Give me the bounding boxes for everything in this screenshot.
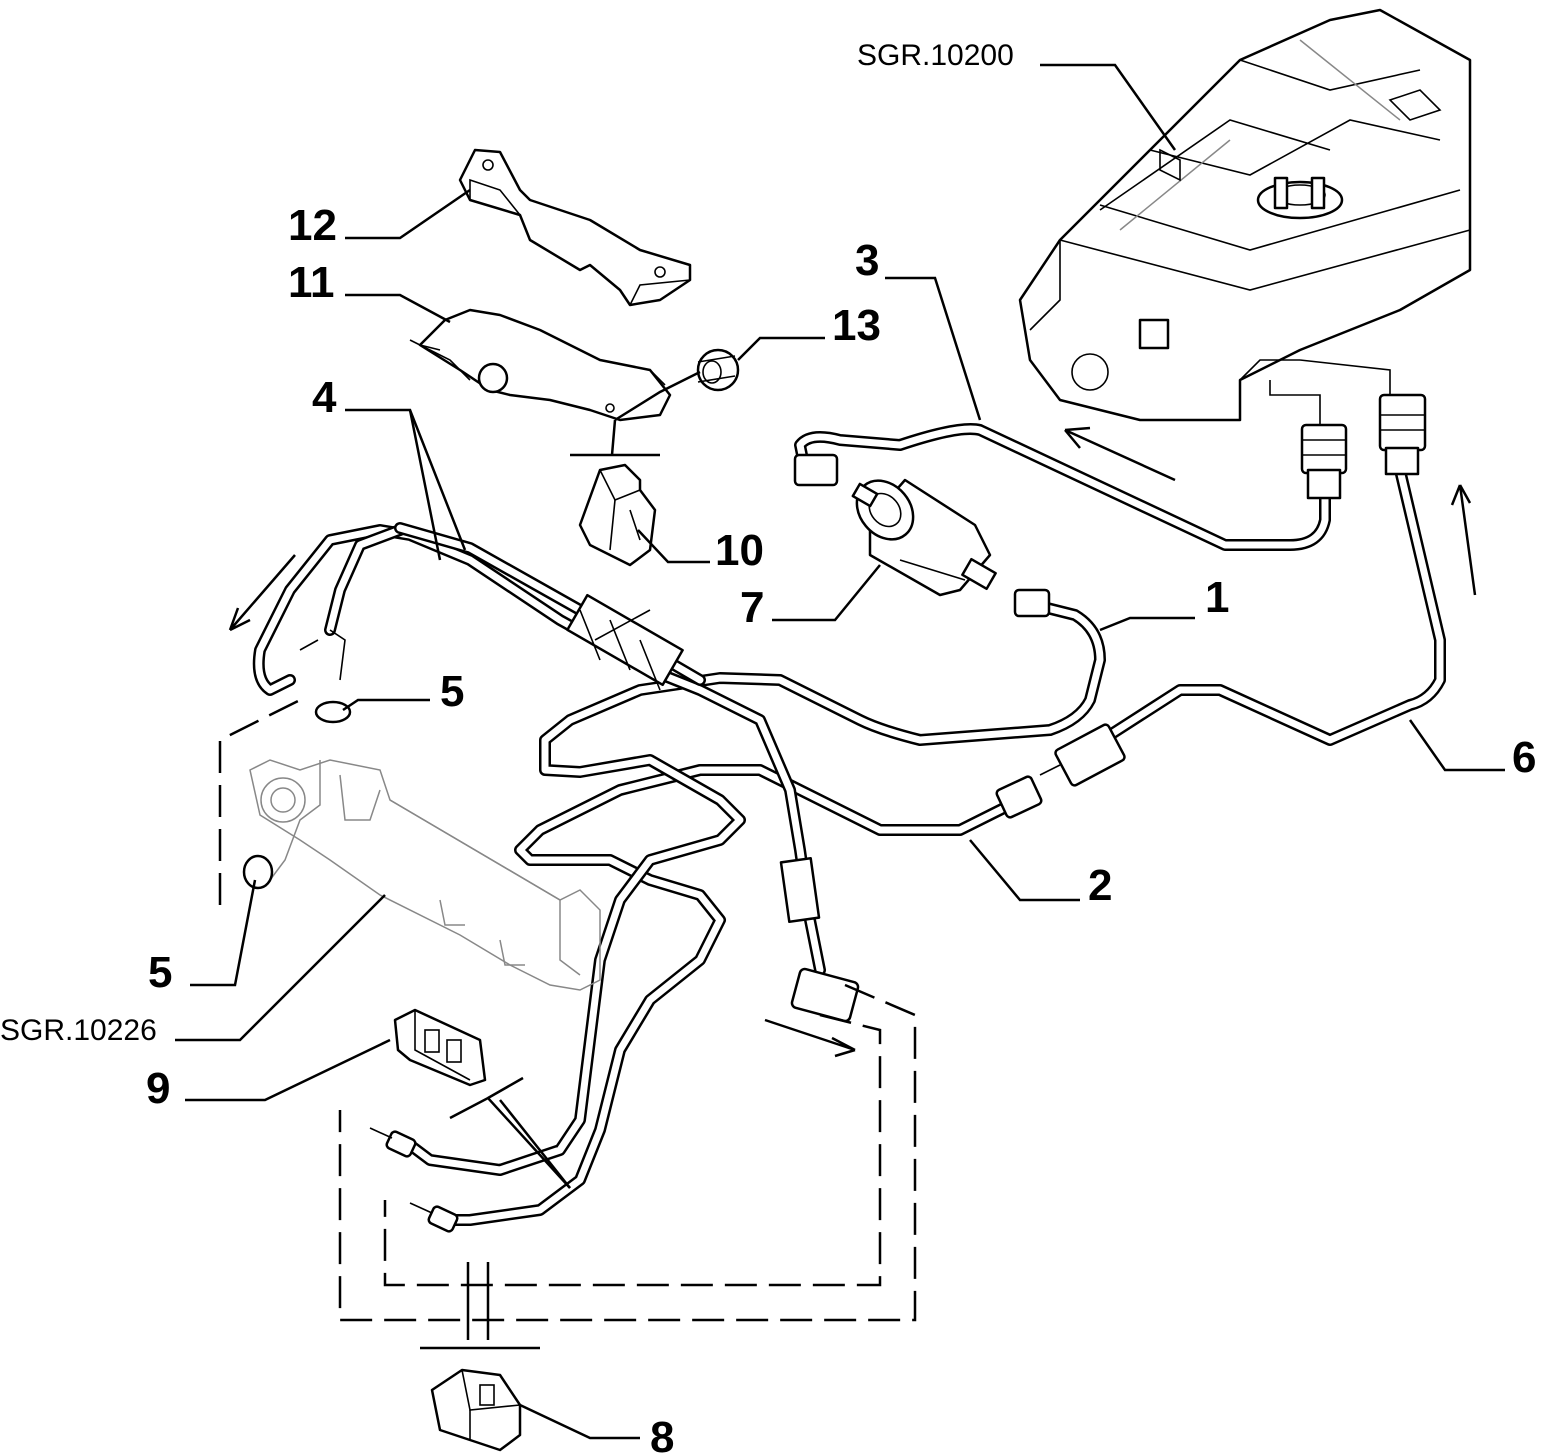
leader-lines [175,63,1505,1440]
grouping-lines [218,698,917,1322]
callout-11: 11 [288,258,335,307]
callout-5b: 5 [148,948,172,997]
grommet-13 [696,348,740,392]
callout-2: 2 [1088,861,1112,910]
callout-9: 9 [146,1064,170,1113]
clip-10 [578,463,657,567]
callout-1: 1 [1205,573,1229,622]
callout-4: 4 [312,373,337,422]
flow-arrow-icon [228,554,296,632]
pipe-6 [1104,359,1446,746]
callout-10: 10 [715,526,764,575]
clip-9 [393,1008,487,1087]
callout-8: 8 [650,1413,674,1455]
callout-3: 3 [855,236,879,285]
pipe-3 [793,380,1348,551]
bracket-11 [409,308,672,422]
callout-7: 7 [740,583,764,632]
callout-6: 6 [1512,733,1536,782]
callout-12: 12 [288,201,337,250]
flow-arrow-icon [1450,484,1477,596]
connector-ends [369,1127,459,1233]
flow-arrow-icon [764,1018,856,1058]
fuel-filter [851,478,997,597]
callouts: 1 2 3 4 5 5 6 7 8 9 10 11 12 13 SGR.1020… [0,39,1536,1455]
pipe-1 [404,588,1106,1176]
bracket-12 [458,148,692,307]
clip-8 [430,1368,522,1452]
callout-13: 13 [832,301,881,350]
reference-tank: SGR.10200 [857,39,1014,72]
reference-rail: SGR.10226 [0,1014,157,1047]
fuel-tank [1018,8,1472,422]
callout-5a: 5 [440,667,464,716]
flow-arrow-icon [1064,426,1176,482]
fuel-rail [242,700,601,991]
flow-arrows [228,426,1477,1058]
